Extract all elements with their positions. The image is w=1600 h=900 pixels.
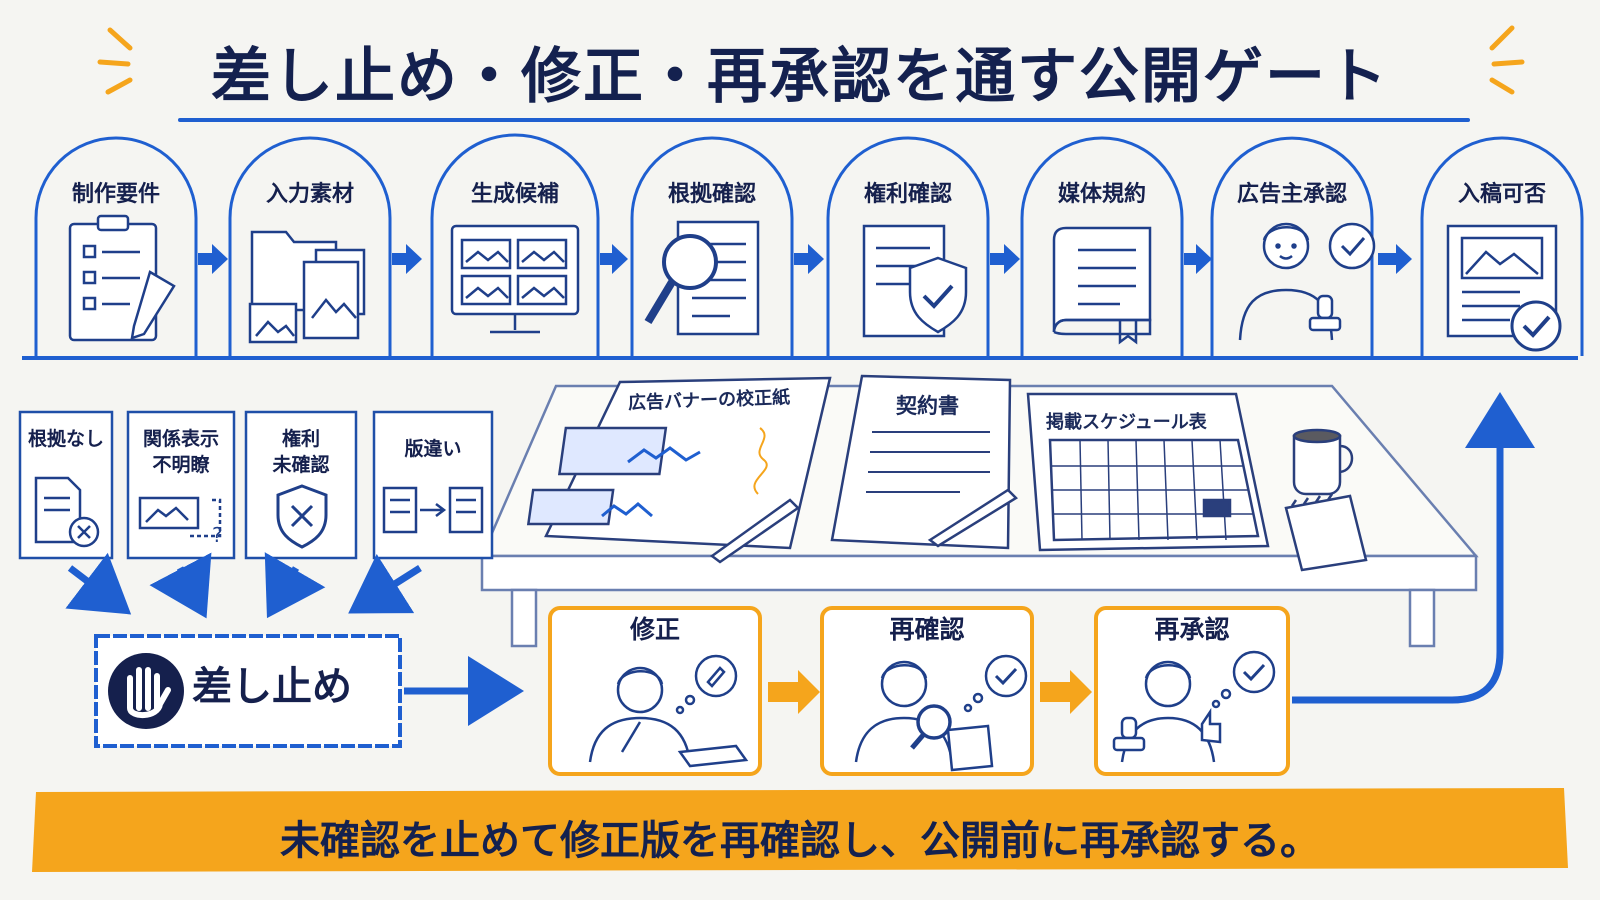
step-label-6: 媒体規約 — [1057, 182, 1146, 207]
step-arrow-2 — [392, 244, 422, 274]
advertiser-approval-icon — [1238, 222, 1376, 341]
page-title: 差し止め・修正・再承認を通す公開ゲート — [211, 42, 1389, 112]
substep-label-1: 修正 — [629, 615, 680, 644]
person-magnifier-icon — [854, 654, 1028, 772]
issue-arrow-4 — [348, 553, 422, 614]
issue-label-1: 根拠なし — [27, 428, 104, 450]
step-label-7: 広告主承認 — [1236, 182, 1347, 207]
issue-arrow-2 — [149, 552, 212, 619]
issue-card-4 — [372, 410, 494, 560]
checklist-icon — [68, 214, 176, 342]
contract-sheet — [830, 374, 1019, 550]
book-icon — [1052, 226, 1152, 345]
substep-label-2: 再確認 — [889, 615, 965, 644]
stop-label: 差し止め — [192, 664, 352, 710]
title-spark-left-icon — [97, 27, 133, 95]
step-arrow-5 — [990, 244, 1020, 274]
step-arch-2 — [228, 136, 392, 356]
issue-label-4: 版違い — [404, 438, 462, 460]
substep-label-3: 再承認 — [1154, 615, 1230, 644]
return-to-gate-arrow — [1292, 392, 1535, 704]
step-arch-5 — [826, 136, 990, 356]
step-arch-4 — [630, 136, 794, 356]
magnifier-document-icon — [644, 220, 760, 336]
substep-card-3 — [1094, 606, 1290, 776]
step-arch-3 — [430, 133, 600, 356]
step-arch-8 — [1420, 136, 1584, 356]
schedule-sheet — [1026, 392, 1270, 552]
step-arrow-6 — [1184, 244, 1212, 274]
person-thumbs-up-icon — [1112, 650, 1276, 763]
step-arch-1 — [34, 136, 198, 356]
person-writing-icon — [588, 654, 749, 768]
title-spark-right-icon — [1489, 25, 1525, 95]
notepad-icon — [1284, 493, 1368, 572]
unclear-image-icon: ? — [138, 496, 223, 547]
document-shield-icon — [862, 224, 968, 338]
document-x-icon — [34, 476, 100, 548]
step-arrow-1 — [198, 244, 228, 274]
issue-arrow-1 — [65, 552, 132, 615]
monitor-thumbnails-icon — [450, 224, 580, 334]
checked-document-icon — [1446, 224, 1562, 352]
step-label-1: 制作要件 — [71, 182, 160, 207]
folder-images-icon — [248, 230, 366, 344]
substep-arrow-1 — [768, 670, 820, 714]
step-arrow-7 — [1378, 244, 1412, 274]
step-label-3: 生成候補 — [470, 182, 559, 207]
step-label-8: 入稿可否 — [1457, 182, 1546, 207]
issue-card-2 — [126, 410, 236, 560]
step-label-5: 権利確認 — [863, 182, 952, 207]
step-arch-7 — [1210, 136, 1374, 356]
coffee-mug-icon — [1292, 428, 1354, 496]
schedule-sheet-title: 掲載スケジュール表 — [1046, 412, 1207, 433]
proof-sheet — [526, 376, 832, 564]
svg-text:?: ? — [212, 523, 223, 547]
step-label-2: 入力素材 — [265, 182, 354, 207]
step-arrow-4 — [794, 244, 824, 274]
step-arrow-3 — [600, 244, 628, 274]
issue-arrow-3 — [264, 552, 326, 619]
stop-hand-icon — [108, 653, 184, 729]
issue-label-3: 権利 未確認 — [272, 428, 330, 476]
shield-x-icon — [276, 484, 328, 549]
version-mismatch-icon — [382, 486, 484, 534]
bottom-message: 未確認を止めて修正版を再確認し、公開前に再承認する。 — [280, 818, 1320, 864]
bottom-banner — [32, 788, 1568, 872]
step-label-4: 根拠確認 — [667, 182, 756, 207]
substep-arrow-2 — [1040, 670, 1092, 714]
contract-sheet-title: 契約書 — [896, 394, 959, 418]
step-arch-6 — [1020, 136, 1184, 356]
issue-label-2: 関係表示 不明瞭 — [142, 428, 219, 476]
